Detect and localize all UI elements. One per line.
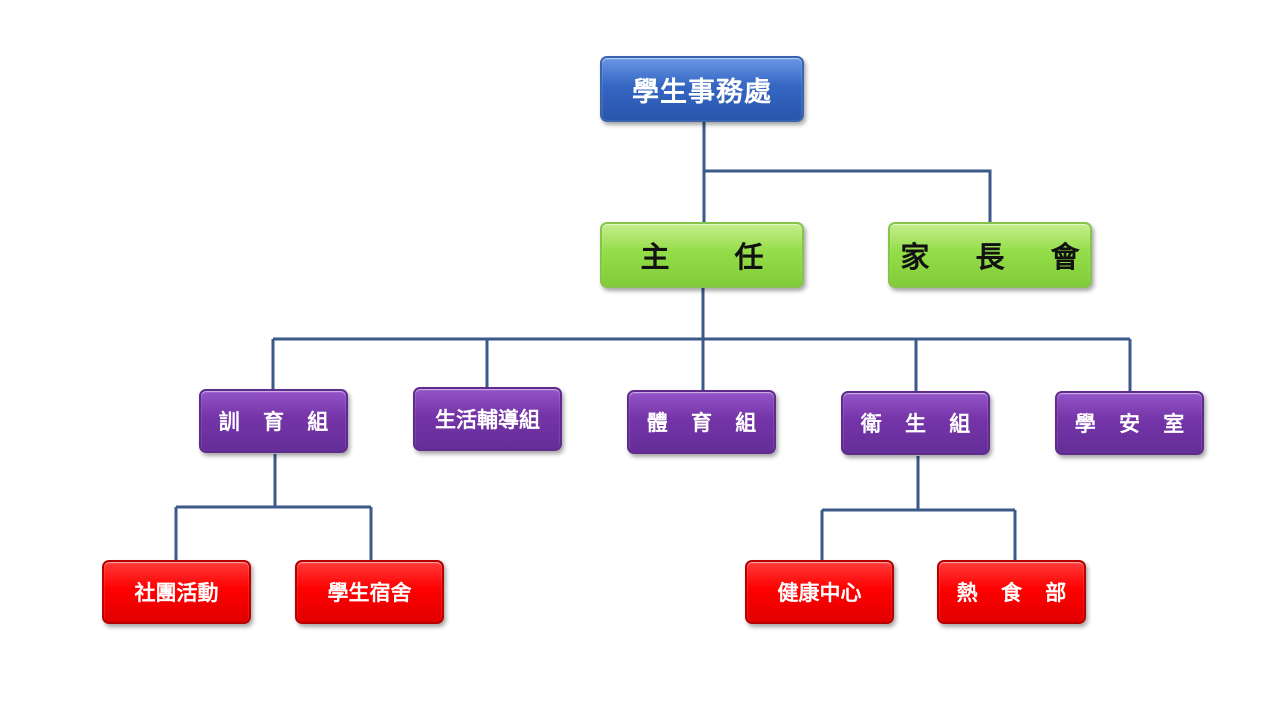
node-health-center: 健康中心 [745, 560, 894, 624]
node-student-dormitory-label: 學生宿舍 [327, 581, 412, 605]
node-health-division: 衛 生 組 [841, 391, 990, 455]
node-campus-security-office-label: 學 安 室 [1074, 412, 1193, 436]
node-student-dormitory: 學生宿舍 [295, 560, 444, 624]
node-director: 主 任 [600, 222, 804, 288]
node-campus-security-office: 學 安 室 [1055, 391, 1204, 455]
connector-root-parents [704, 169, 992, 222]
node-student-affairs-office-label: 學生事務處 [632, 76, 772, 108]
node-parents-association: 家 長 會 [888, 222, 1092, 288]
node-life-guidance-division: 生活輔導組 [413, 387, 562, 451]
node-cafeteria: 熱 食 部 [937, 560, 1086, 624]
node-life-guidance-division-label: 生活輔導組 [435, 408, 540, 432]
node-student-affairs-office: 學生事務處 [600, 56, 804, 122]
node-sports-division-label: 體 育 組 [646, 411, 765, 435]
node-cafeteria-label: 熱 食 部 [956, 581, 1075, 605]
node-club-activities-label: 社團活動 [134, 581, 219, 605]
node-health-division-label: 衛 生 組 [860, 412, 979, 436]
node-parents-association-label: 家 長 會 [900, 240, 1098, 274]
node-health-center-label: 健康中心 [777, 581, 862, 605]
node-discipline-division: 訓 育 組 [199, 389, 348, 453]
node-discipline-division-label: 訓 育 組 [218, 410, 337, 434]
node-director-label: 主 任 [640, 240, 782, 274]
node-club-activities: 社團活動 [102, 560, 251, 624]
node-sports-division: 體 育 組 [627, 390, 776, 454]
